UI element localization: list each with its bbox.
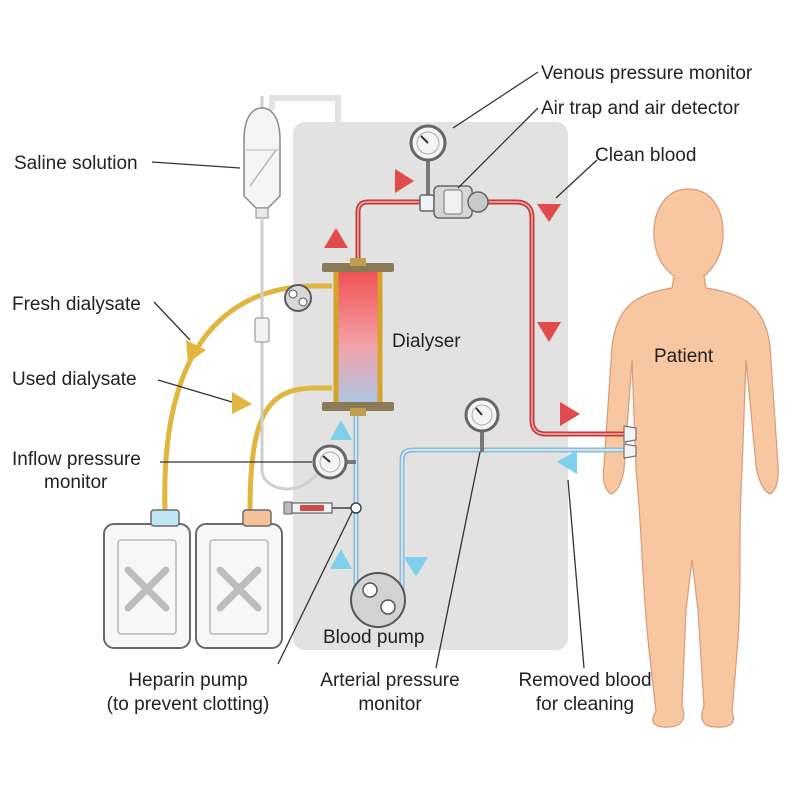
patient-figure	[602, 188, 779, 728]
air-trap-icon	[419, 185, 489, 219]
arrow-icon	[330, 549, 352, 569]
arrow-icon	[560, 402, 580, 426]
label-fresh-dialysate: Fresh dialysate	[12, 294, 141, 315]
label-heparin-line2: (to prevent clotting)	[107, 694, 270, 715]
fresh-dialysate-gauge-icon	[284, 284, 312, 312]
label-removed-line1: Removed blood	[518, 670, 651, 691]
label-inflow-pressure-line2: monitor	[44, 472, 108, 493]
label-arterial-line2: monitor	[358, 694, 422, 715]
inflow-pressure-gauge-icon	[312, 444, 356, 480]
label-removed-line2: for cleaning	[536, 694, 634, 715]
label-dialyser: Dialyser	[392, 331, 461, 352]
label-blood-pump: Blood pump	[323, 627, 424, 648]
label-venous-pressure-monitor: Venous pressure monitor	[541, 63, 753, 84]
fresh-dialysate-canister	[103, 509, 191, 649]
leader-lines	[151, 71, 598, 669]
arrow-icon	[395, 169, 414, 193]
label-patient: Patient	[654, 346, 714, 367]
arrow-icon	[537, 322, 561, 342]
arterial-pressure-gauge-icon	[464, 397, 500, 452]
label-arterial-line1: Arterial pressure	[320, 670, 459, 691]
arrow-icon	[232, 392, 252, 414]
heparin-syringe-icon	[283, 501, 362, 515]
label-saline-solution: Saline solution	[14, 153, 138, 174]
arrow-icon	[557, 450, 577, 474]
label-clean-blood: Clean blood	[595, 145, 696, 166]
dialyser-unit	[322, 258, 394, 416]
arrow-icon	[186, 340, 206, 363]
venous-pressure-gauge-icon	[409, 124, 447, 196]
flow-arrows	[186, 169, 580, 577]
label-heparin-line1: Heparin pump	[128, 670, 247, 691]
saline-bag	[243, 96, 341, 491]
label-air-trap: Air trap and air detector	[541, 98, 740, 119]
arrow-icon	[404, 557, 428, 577]
label-inflow-pressure-line1: Inflow pressure	[12, 449, 141, 470]
blood-pump-icon	[350, 572, 406, 628]
label-used-dialysate: Used dialysate	[12, 369, 137, 390]
arrow-icon	[330, 420, 352, 440]
patient-connectors	[623, 425, 637, 459]
dialysis-machine	[269, 95, 568, 650]
arrow-icon	[537, 204, 561, 222]
used-dialysate-canister	[195, 509, 283, 649]
arrow-icon	[324, 228, 348, 248]
